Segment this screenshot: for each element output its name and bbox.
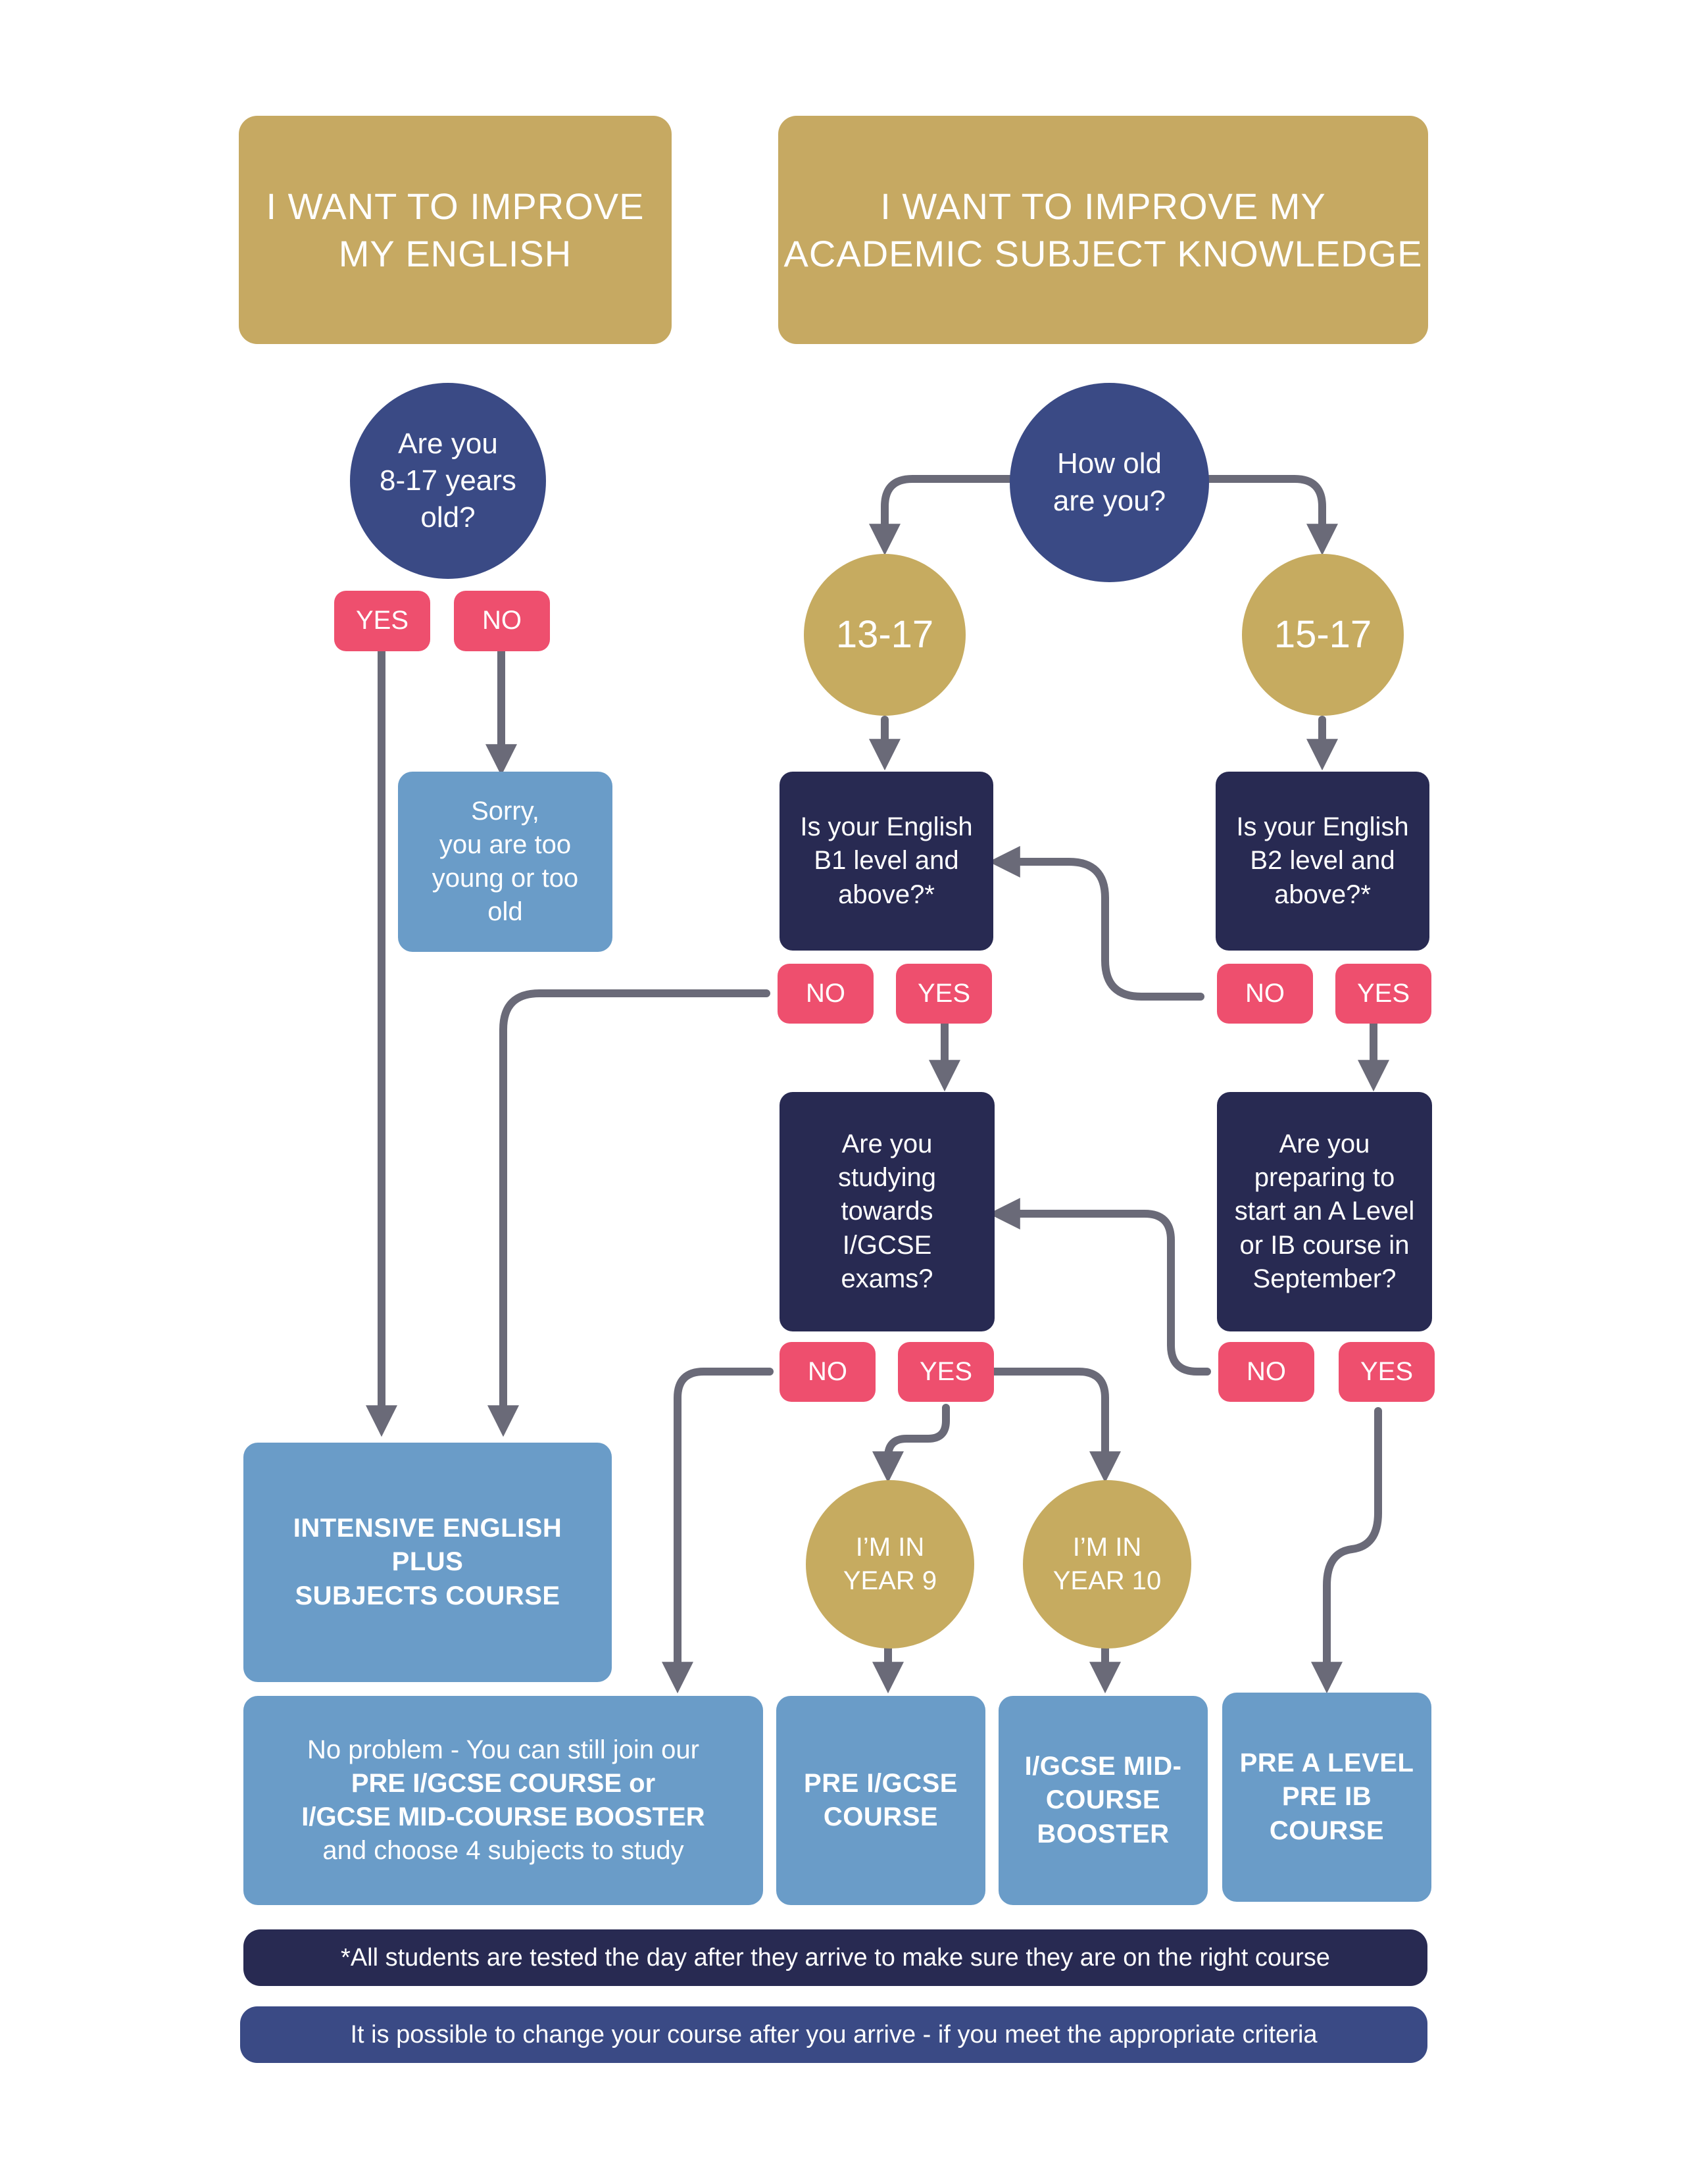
question-a-level: Are you preparing to start an A Level or… — [1217, 1092, 1432, 1331]
no-problem-line-1: No problem - You can still join our — [307, 1735, 699, 1764]
answer-yes-a-level: YES — [1339, 1342, 1435, 1402]
answer-no-b1: NO — [778, 964, 874, 1024]
outcome-pre-igcse: PRE I/GCSE COURSE — [776, 1696, 985, 1905]
note-testing: *All students are tested the day after t… — [243, 1929, 1427, 1986]
question-english-b1: Is your English B1 level and above?* — [780, 772, 993, 951]
outcome-igcse-booster: I/GCSE MID- COURSE BOOSTER — [999, 1696, 1208, 1905]
answer-no-igcse: NO — [780, 1342, 876, 1402]
header-improve-academic: I WANT TO IMPROVE MY ACADEMIC SUBJECT KN… — [778, 116, 1428, 344]
header-improve-english: I WANT TO IMPROVE MY ENGLISH — [239, 116, 672, 344]
answer-no-b2: NO — [1217, 964, 1313, 1024]
arrow-alevel-yes-to-prealevel — [1311, 1407, 1382, 1694]
no-problem-line-3: I/GCSE MID-COURSE BOOSTER — [301, 1802, 705, 1831]
no-problem-line-4: and choose 4 subjects to study — [322, 1836, 684, 1866]
answer-yes-b1: YES — [896, 964, 992, 1024]
outcome-pre-a-level: PRE A LEVEL PRE IB COURSE — [1222, 1693, 1431, 1902]
outcome-no-problem: No problem - You can still join our PRE … — [243, 1696, 763, 1905]
arrow-how-old-to-13-17 — [869, 475, 1014, 556]
question-how-old: How old are you? — [1010, 383, 1209, 582]
outcome-intensive-english: INTENSIVE ENGLISH PLUS SUBJECTS COURSE — [243, 1443, 612, 1682]
question-english-b2: Is your English B2 level and above?* — [1216, 772, 1429, 951]
no-problem-line-2: PRE I/GCSE COURSE or — [351, 1768, 656, 1798]
arrow-igcse-yes-to-year10 — [989, 1368, 1121, 1483]
age-13-17: 13-17 — [804, 554, 966, 716]
age-15-17: 15-17 — [1242, 554, 1404, 716]
arrow-alevel-no-to-igcse — [988, 1198, 1211, 1376]
answer-no-a-level: NO — [1218, 1342, 1314, 1402]
outcome-sorry: Sorry, you are too young or too old — [398, 772, 612, 952]
answer-no-age: NO — [454, 591, 550, 651]
answer-yes-age: YES — [334, 591, 430, 651]
year-10: I’M IN YEAR 10 — [1023, 1480, 1191, 1649]
arrow-b2-no-to-b1 — [988, 846, 1204, 1001]
answer-yes-igcse: YES — [898, 1342, 994, 1402]
arrow-igcse-no-to-noproblem — [662, 1368, 774, 1694]
year-9: I’M IN YEAR 9 — [806, 1480, 974, 1649]
arrow-how-old-to-15-17 — [1205, 475, 1338, 556]
answer-yes-b2: YES — [1335, 964, 1431, 1024]
question-age-8-17: Are you 8-17 years old? — [350, 383, 546, 579]
question-igcse: Are you studying towards I/GCSE exams? — [780, 1092, 995, 1331]
note-change-course: It is possible to change your course aft… — [240, 2006, 1427, 2063]
arrow-b1-no-to-intensive — [487, 989, 770, 1437]
arrow-igcse-yes-to-year9 — [872, 1404, 950, 1483]
